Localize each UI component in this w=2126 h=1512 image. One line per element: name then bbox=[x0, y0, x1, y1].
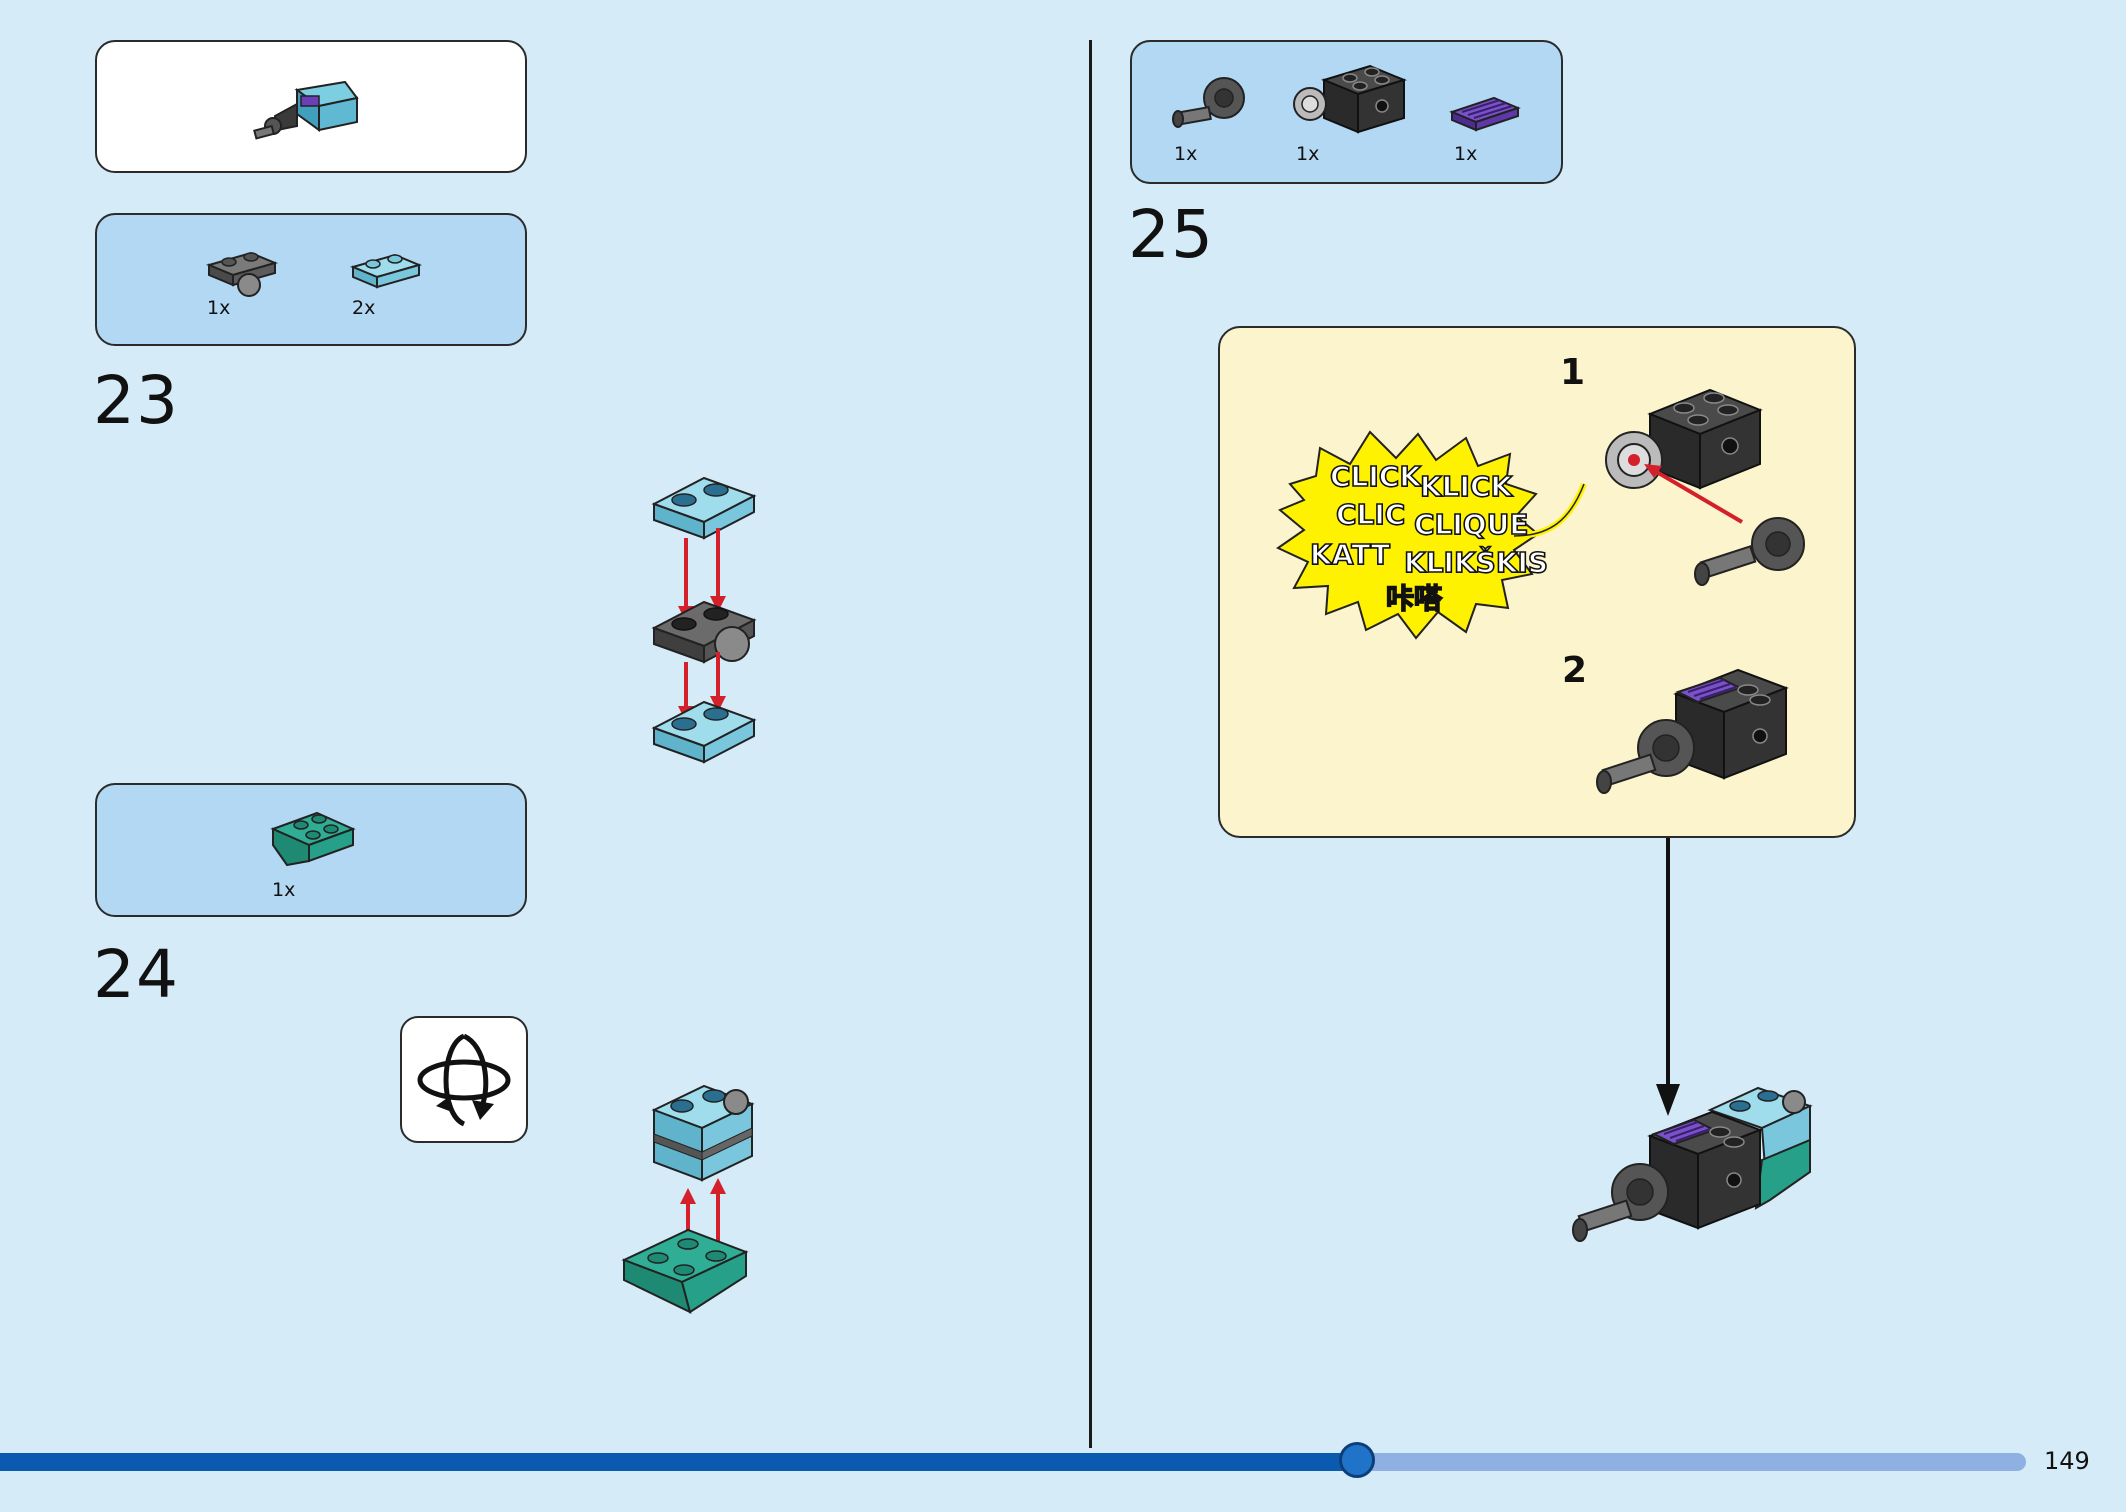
parts-list-24: 1x bbox=[95, 783, 527, 917]
progress-knob bbox=[1339, 1442, 1375, 1478]
parts-list-25: 1x 1x 1x bbox=[1130, 40, 1563, 184]
part-qty: 1x bbox=[272, 879, 296, 901]
click-burst-icon: CLICK KLICK CLIC CLIQUE KATT KLIKŠKIS 咔嗒 bbox=[1275, 430, 1587, 640]
rotate-model-icon bbox=[417, 1033, 511, 1127]
part-technic-brick-2x2 bbox=[1293, 64, 1407, 134]
placement-arrow bbox=[1656, 838, 1680, 1116]
part-qty: 1x bbox=[1296, 143, 1320, 165]
part-qty: 2x bbox=[352, 297, 376, 319]
click-word: CLIQUE bbox=[1414, 508, 1528, 541]
subassembly-preview-image bbox=[253, 80, 359, 140]
substep-2-illustration bbox=[1596, 668, 1789, 794]
part-qty: 1x bbox=[1454, 143, 1478, 165]
step-23-build-illustration bbox=[651, 476, 757, 764]
click-word: CLICK bbox=[1330, 460, 1422, 493]
click-word: KLICK bbox=[1420, 470, 1514, 503]
part-dark-grey-plate-with-ball bbox=[205, 251, 279, 297]
progress-fill bbox=[0, 1453, 1357, 1471]
substep-number: 2 bbox=[1562, 650, 1588, 691]
step-number: 23 bbox=[93, 362, 179, 439]
step-24-build-illustration bbox=[621, 1084, 755, 1314]
part-qty: 1x bbox=[1174, 143, 1198, 165]
part-light-blue-plate bbox=[349, 253, 423, 289]
page-divider bbox=[1089, 40, 1092, 1448]
step-number: 25 bbox=[1128, 196, 1214, 273]
substep-1-illustration bbox=[1605, 388, 1805, 586]
part-ball-joint-connector bbox=[1172, 77, 1245, 128]
parts-list-23: 1x 2x bbox=[95, 213, 527, 346]
part-qty: 1x bbox=[207, 297, 231, 319]
substep-callout: 1 2 CLICK KLICK CLIC CLIQUE KATT KLIKŠKI… bbox=[1218, 326, 1856, 838]
substep-number: 1 bbox=[1560, 352, 1586, 393]
step-number: 24 bbox=[93, 936, 179, 1013]
click-word: KLIKŠKIS bbox=[1404, 545, 1548, 579]
part-purple-grille-tile bbox=[1449, 96, 1521, 132]
page-number: 149 bbox=[2044, 1447, 2090, 1475]
step-25-build-illustration bbox=[1572, 1086, 1813, 1242]
click-word: CLIC bbox=[1336, 498, 1405, 531]
subassembly-preview-box bbox=[95, 40, 527, 173]
click-word: 咔嗒 bbox=[1386, 582, 1443, 615]
click-word: KATT bbox=[1310, 538, 1390, 571]
part-teal-inverted-slope bbox=[270, 811, 356, 867]
rotate-model-box bbox=[400, 1016, 528, 1143]
